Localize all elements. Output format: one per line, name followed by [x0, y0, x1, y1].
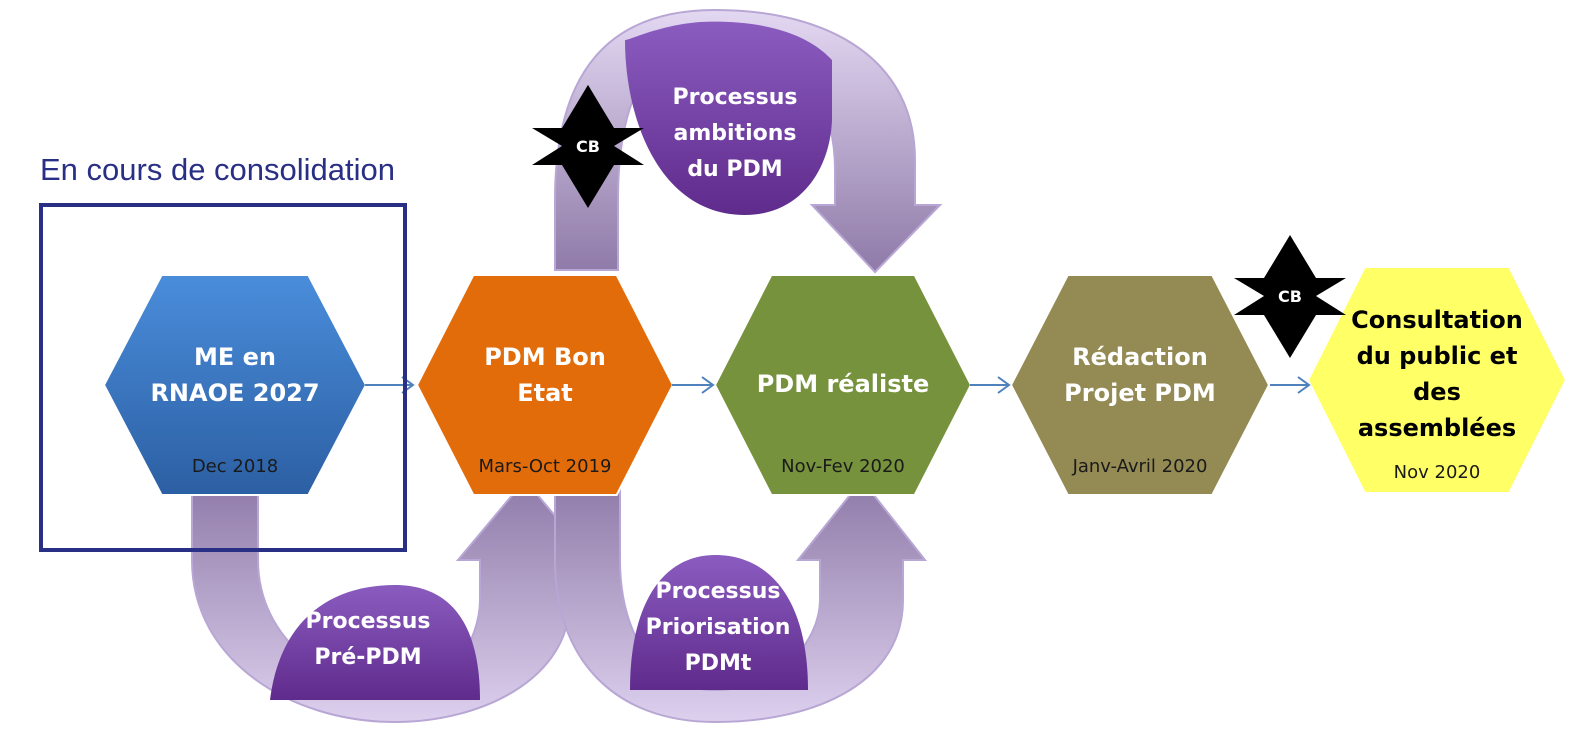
step-title-line: PDM réaliste: [757, 370, 930, 398]
process-label-line: Pré-PDM: [314, 645, 421, 670]
step-hexagon-5: Consultation du public et des assembléesNov…: [1306, 266, 1568, 494]
step-title-line: Consultation: [1351, 306, 1523, 334]
connector-arrow-2: [672, 376, 715, 394]
cb-badge-2: CB: [1234, 235, 1346, 358]
cb-badge-label: CB: [1278, 287, 1302, 306]
step-date: Mars-Oct 2019: [479, 456, 612, 477]
step-title-line: Etat: [517, 379, 573, 407]
process-label-line: du PDM: [687, 157, 782, 182]
process-arrow-priorisation: [554, 478, 928, 724]
process-label-line: ambitions: [674, 121, 797, 146]
step-title-line: Rédaction: [1072, 343, 1208, 371]
step-title-line: RNAOE 2027: [150, 379, 319, 407]
process-label-line: Processus: [306, 609, 431, 634]
step-title-line: des: [1413, 378, 1461, 406]
step-date: Janv-Avril 2020: [1072, 456, 1208, 477]
step-date: Nov-Fev 2020: [781, 456, 905, 477]
cb-badge-1: CB: [532, 85, 644, 208]
connector-arrow-3: [970, 376, 1011, 394]
hexagon-shape: [1306, 266, 1568, 494]
step-title-line: du public et: [1357, 342, 1518, 370]
highlight-frame: [39, 203, 407, 552]
process-label-line: Processus: [656, 579, 781, 604]
process-label-line: Processus: [673, 85, 798, 110]
process-arrow-ambitions: [554, 8, 943, 274]
hexagon-shape: [1009, 274, 1271, 496]
cb-badge-label: CB: [576, 137, 600, 156]
step-title-line: assemblées: [1358, 414, 1516, 442]
step-title-line: Projet PDM: [1064, 379, 1216, 407]
step-date: Nov 2020: [1394, 462, 1481, 483]
step-title-line: PDM Bon: [484, 343, 606, 371]
caption-label: En cours de consolidation: [40, 152, 396, 187]
process-label-line: Priorisation: [646, 615, 791, 640]
connector-arrow-4: [1270, 376, 1311, 394]
process-arrow-pre-pdm: [191, 478, 595, 724]
process-label-line: PDMt: [685, 651, 752, 676]
step-title-line: ME en: [194, 343, 276, 371]
step-date: Dec 2018: [192, 456, 278, 477]
